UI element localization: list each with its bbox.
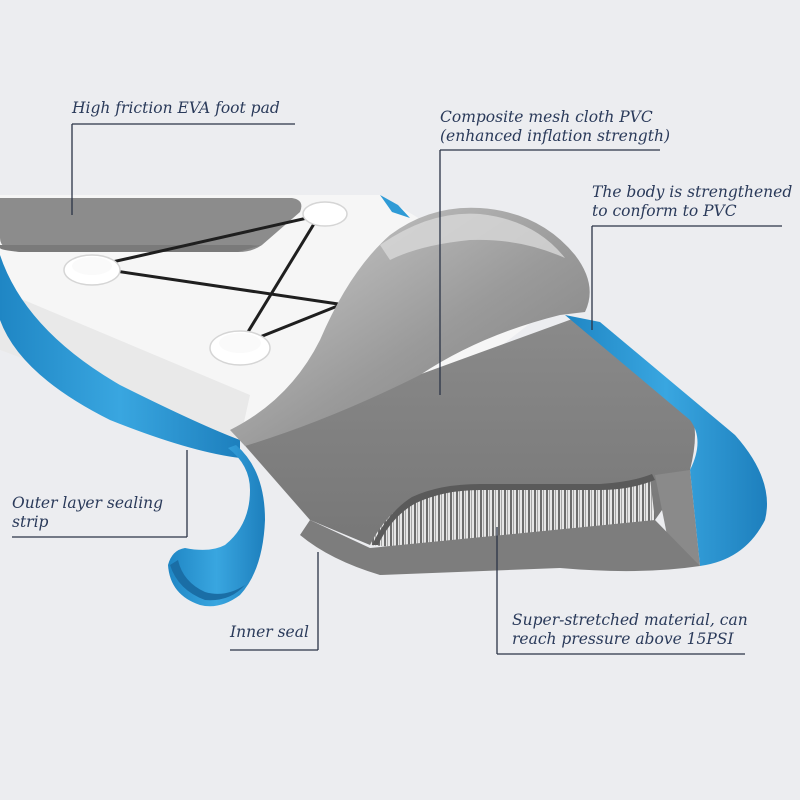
label-body-line2: to conform to PVC [592,202,792,221]
leader-body [592,226,782,330]
eva-foot-pad-edge [0,245,262,252]
label-mesh-line2: (enhanced inflation strength) [440,127,670,146]
label-outer-line2: strip [12,513,163,532]
label-outer-strip: Outer layer sealing strip [12,494,163,532]
label-foot-pad-text: High friction EVA foot pad [72,99,280,118]
label-stretch-line1: Super-stretched material, can [512,611,748,630]
label-body-line1: The body is strengthened [592,183,792,202]
label-stretch-material: Super-stretched material, can reach pres… [512,611,748,649]
label-mesh-cloth: Composite mesh cloth PVC (enhanced infla… [440,108,670,146]
label-mesh-line1: Composite mesh cloth PVC [440,108,670,127]
label-foot-pad: High friction EVA foot pad [72,99,280,118]
label-stretch-line2: reach pressure above 15PSI [512,630,748,649]
label-outer-line1: Outer layer sealing [12,494,163,513]
label-inner-seal: Inner seal [230,623,309,642]
label-body-strength: The body is strengthened to conform to P… [592,183,792,221]
eva-foot-pad [0,198,301,252]
label-inner-seal-text: Inner seal [230,623,309,642]
